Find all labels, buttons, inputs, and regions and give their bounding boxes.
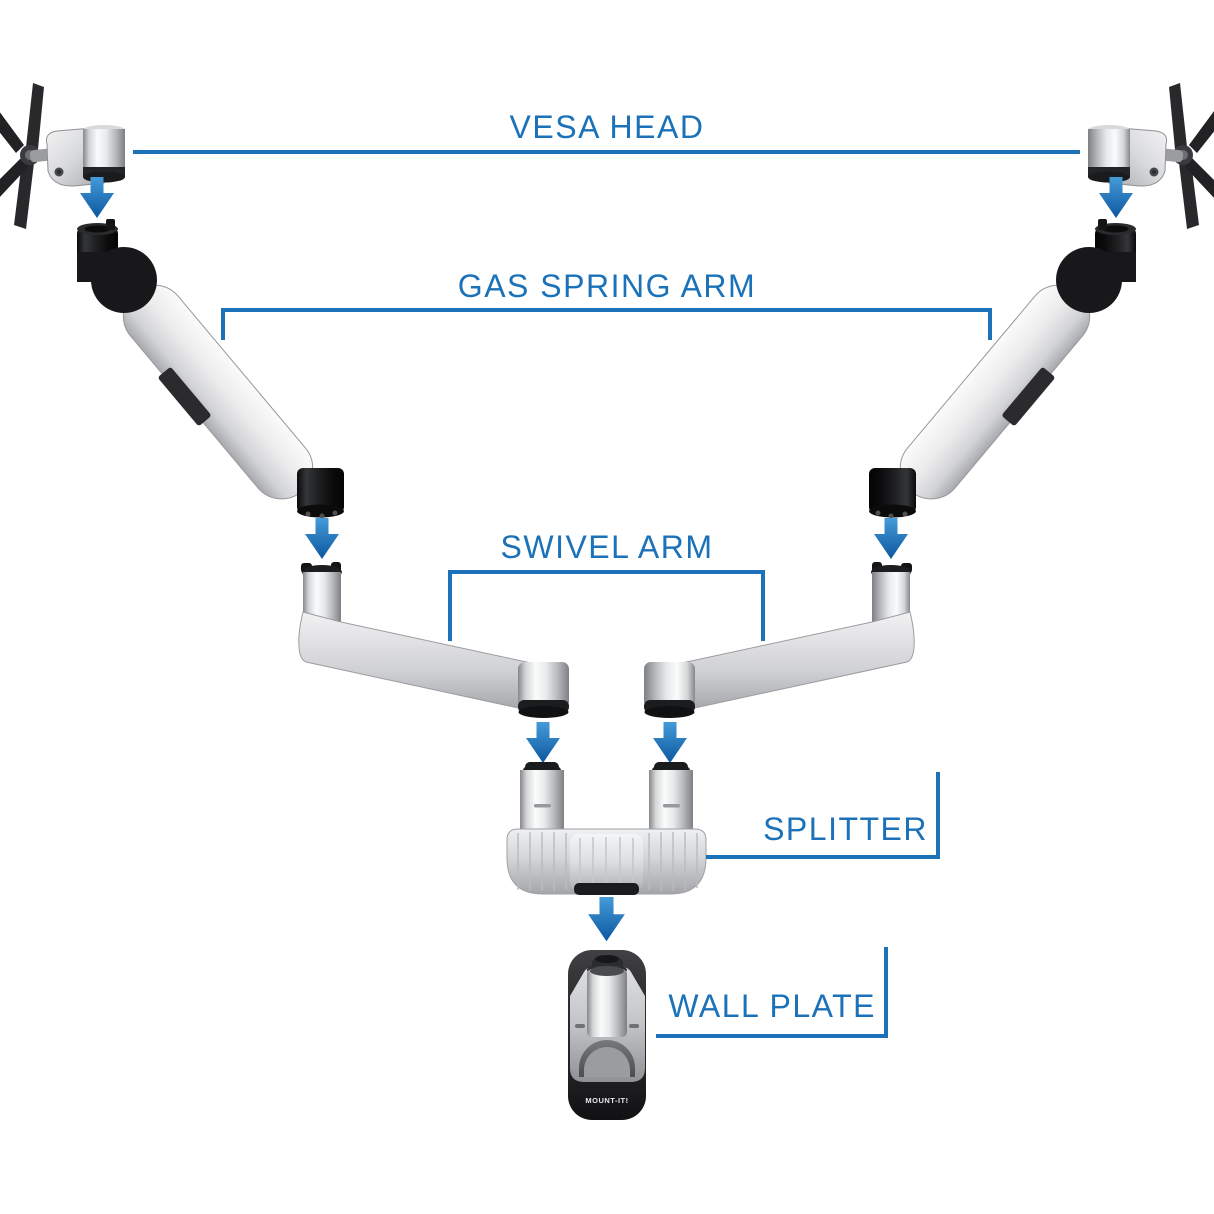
swivel-arm-icon: [298, 562, 569, 718]
arrow-down-icon: [305, 518, 339, 559]
vesa-head-label: VESA HEAD: [509, 109, 705, 145]
gas-spring-arm-icon: [77, 247, 344, 519]
splitter-leader-line: [706, 772, 940, 859]
wall-plate-icon: MOUNT-IT!: [568, 950, 646, 1120]
swivel-arm-bracket: [448, 570, 765, 641]
wall-plate-leader-line: [656, 947, 888, 1038]
arrow-down-icon: [588, 897, 625, 942]
vesa-head-icon: [29, 125, 125, 187]
monitor-arm-assembly-right: [644, 83, 1214, 763]
wall-plate-label: WALL PLATE: [668, 988, 876, 1024]
splitter-icon: [506, 762, 707, 895]
gas-spring-arm-label: GAS SPRING ARM: [457, 268, 757, 304]
arrow-down-icon: [526, 722, 560, 763]
splitter-label: SPLITTER: [763, 811, 928, 847]
brand-text: MOUNT-IT!: [585, 1096, 628, 1105]
leader-lines: [133, 150, 1080, 1038]
swivel-arm-label: SWIVEL ARM: [500, 529, 714, 565]
monitor-arm-assembly-left: [0, 83, 569, 763]
gas-spring-arm-bracket: [221, 308, 992, 340]
